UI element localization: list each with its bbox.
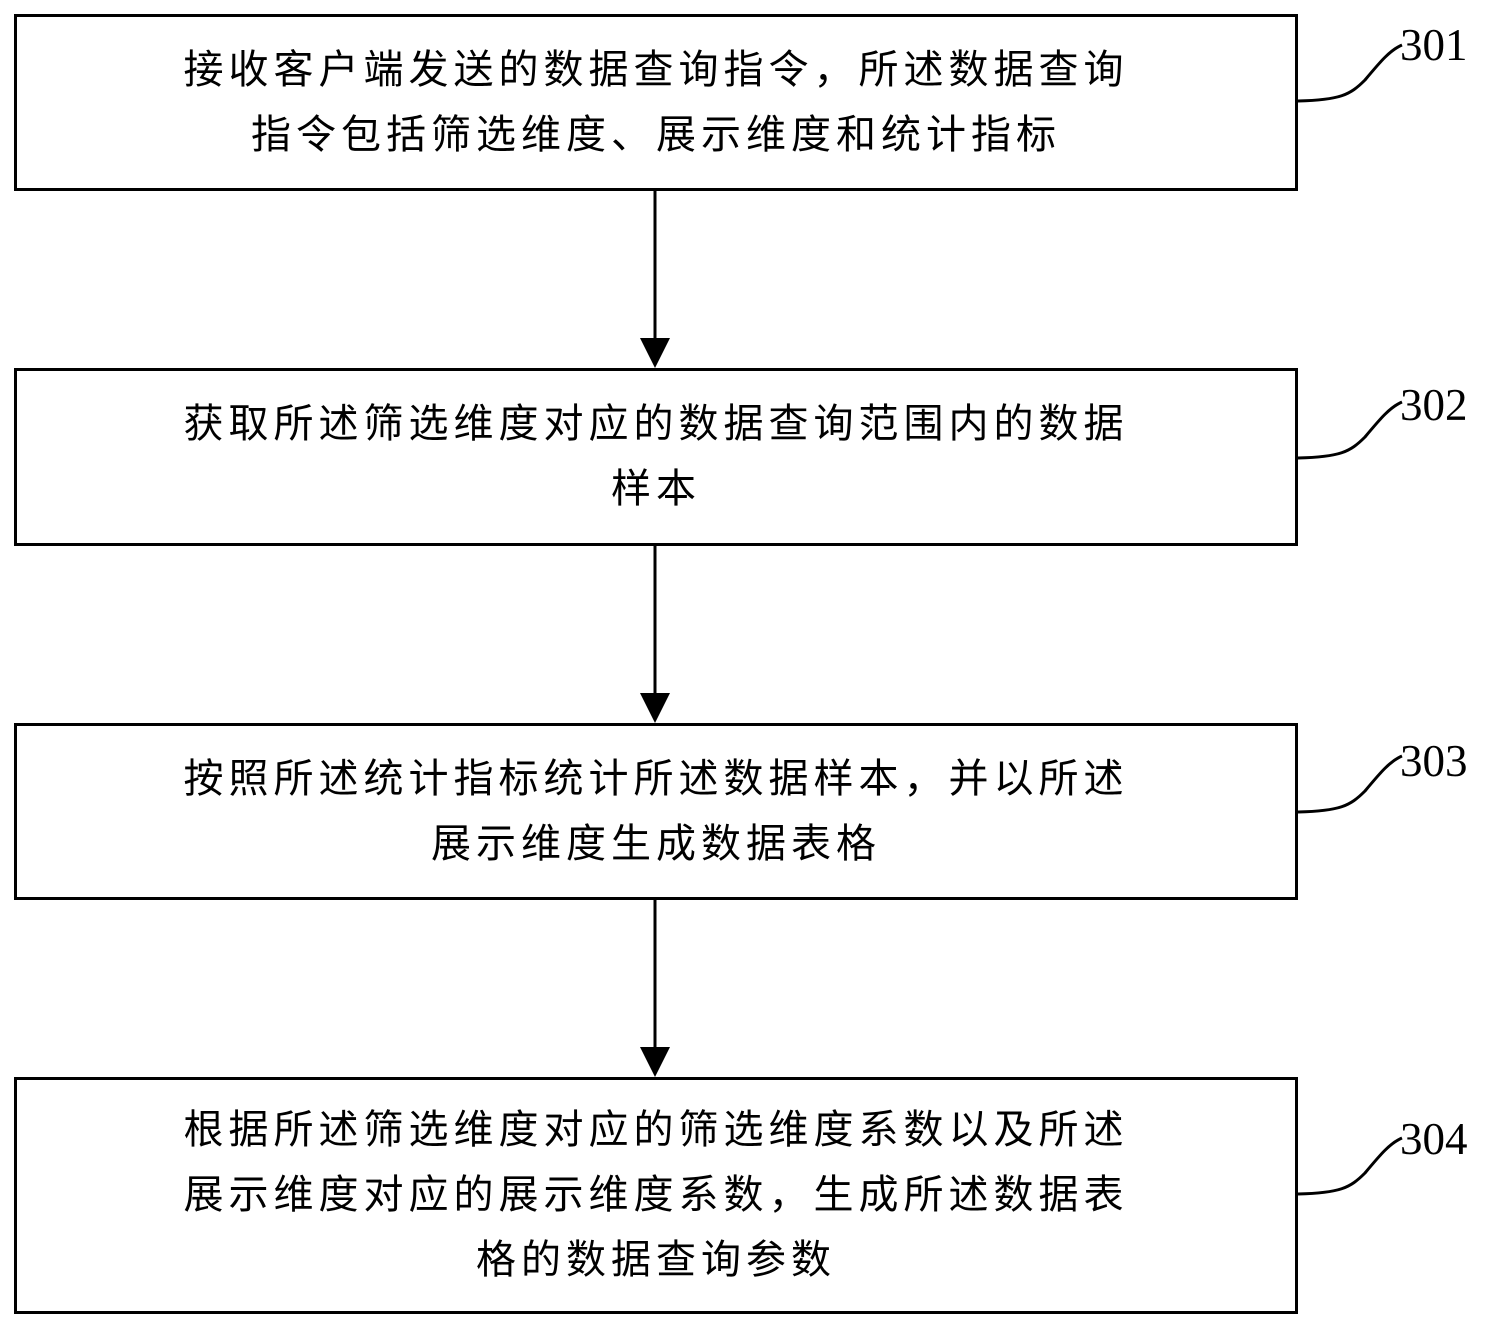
step-302-line-2: 样本 xyxy=(611,466,701,512)
step-301-line-2: 指令包括筛选维度、展示维度和统计指标 xyxy=(251,111,1061,158)
arrow-303-to-304 xyxy=(640,900,670,1077)
step-box-304: 根据所述筛选维度对应的筛选维度系数以及所述 展示维度对应的展示维度系数，生成所述… xyxy=(14,1077,1298,1314)
step-box-302: 获取所述筛选维度对应的数据查询范围内的数据 样本 xyxy=(14,368,1298,546)
step-303-line-1: 按照所述统计指标统计所述数据样本，并以所述 xyxy=(183,755,1129,802)
step-303-line-2: 展示维度生成数据表格 xyxy=(431,820,881,867)
arrow-301-to-302 xyxy=(640,191,670,368)
step-304-line-2: 展示维度对应的展示维度系数，生成所述数据表 xyxy=(183,1172,1129,1218)
step-301-line-1: 接收客户端发送的数据查询指令，所述数据查询 xyxy=(183,46,1129,93)
step-302-line-1: 获取所述筛选维度对应的数据查询范围内的数据 xyxy=(183,401,1129,447)
step-text-304: 根据所述筛选维度对应的筛选维度系数以及所述 展示维度对应的展示维度系数，生成所述… xyxy=(166,1098,1147,1293)
step-text-302: 获取所述筛选维度对应的数据查询范围内的数据 样本 xyxy=(166,392,1147,522)
step-text-301: 接收客户端发送的数据查询指令，所述数据查询 指令包括筛选维度、展示维度和统计指标 xyxy=(166,38,1147,168)
step-id-304: 304 xyxy=(1400,1114,1468,1164)
leader-line-303 xyxy=(1297,754,1403,814)
arrow-302-to-303 xyxy=(640,546,670,723)
step-box-301: 接收客户端发送的数据查询指令，所述数据查询 指令包括筛选维度、展示维度和统计指标 xyxy=(14,14,1298,191)
step-box-303: 按照所述统计指标统计所述数据样本，并以所述 展示维度生成数据表格 xyxy=(14,723,1298,900)
step-304-line-1: 根据所述筛选维度对应的筛选维度系数以及所述 xyxy=(183,1107,1129,1153)
step-text-303: 按照所述统计指标统计所述数据样本，并以所述 展示维度生成数据表格 xyxy=(166,747,1147,877)
leader-line-301 xyxy=(1297,43,1403,103)
step-id-302: 302 xyxy=(1400,380,1468,430)
step-304-line-3: 格的数据查询参数 xyxy=(476,1237,836,1283)
leader-line-304 xyxy=(1297,1136,1403,1196)
step-id-301: 301 xyxy=(1400,20,1468,70)
step-id-303: 303 xyxy=(1400,736,1468,786)
leader-line-302 xyxy=(1297,400,1403,460)
